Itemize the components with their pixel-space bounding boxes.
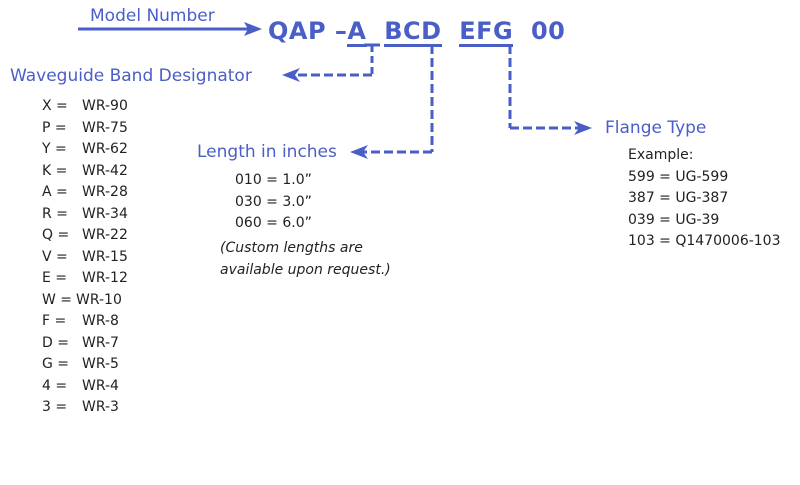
model-prefix: QAP – [268, 17, 348, 45]
model-length-segment: BCD [384, 17, 442, 47]
band-row: 3 =WR-3 [42, 399, 119, 415]
band-row: W =WR-10 [42, 291, 122, 308]
band-row: 4 =WR-4 [42, 377, 119, 394]
band-row: K =WR-42 [42, 162, 128, 179]
band-row: V =WR-15 [42, 248, 128, 265]
model-suffix: 00 [530, 17, 566, 45]
model-code: QAP – A BCD EFG 00 [268, 17, 565, 47]
flange-row: 103 = Q1470006-103 [628, 233, 781, 249]
band-designator-list: X =WR-90 P =WR-75 Y =WR-62 K =WR-42 A =W… [42, 96, 128, 419]
band-row: D =WR-7 [42, 334, 119, 351]
model-flange-segment: EFG [459, 17, 514, 47]
length-list: 010 = 1.0” 030 = 3.0” 060 = 6.0” [235, 170, 312, 235]
length-note: (Custom lengths are available upon reque… [220, 240, 391, 278]
length-row: 010 = 1.0” [235, 172, 312, 188]
flange-title: Flange Type [605, 118, 707, 138]
band-row: P =WR-75 [42, 119, 128, 136]
band-row: R =WR-34 [42, 205, 128, 222]
flange-row: 599 = UG-599 [628, 168, 729, 185]
band-row: X =WR-90 [42, 98, 128, 114]
band-row: A =WR-28 [42, 184, 128, 200]
band-row: E =WR-12 [42, 270, 128, 286]
band-row: F =WR-8 [42, 313, 119, 329]
model-number-label: Model Number [90, 6, 215, 26]
band-row: G =WR-5 [42, 356, 119, 372]
length-row: 030 = 3.0” [235, 193, 312, 210]
band-row: Y =WR-62 [42, 141, 128, 157]
flange-row: 387 = UG-387 [628, 190, 729, 206]
length-row: 060 = 6.0” [235, 215, 312, 231]
flange-list: Example: 599 = UG-599 387 = UG-387 039 =… [628, 145, 781, 253]
length-title: Length in inches [197, 142, 337, 162]
model-band-segment: A [347, 17, 367, 47]
flange-example-label: Example: [628, 147, 694, 163]
band-designator-title: Waveguide Band Designator [10, 66, 252, 86]
band-row: Q =WR-22 [42, 227, 128, 243]
flange-row: 039 = UG-39 [628, 211, 720, 228]
